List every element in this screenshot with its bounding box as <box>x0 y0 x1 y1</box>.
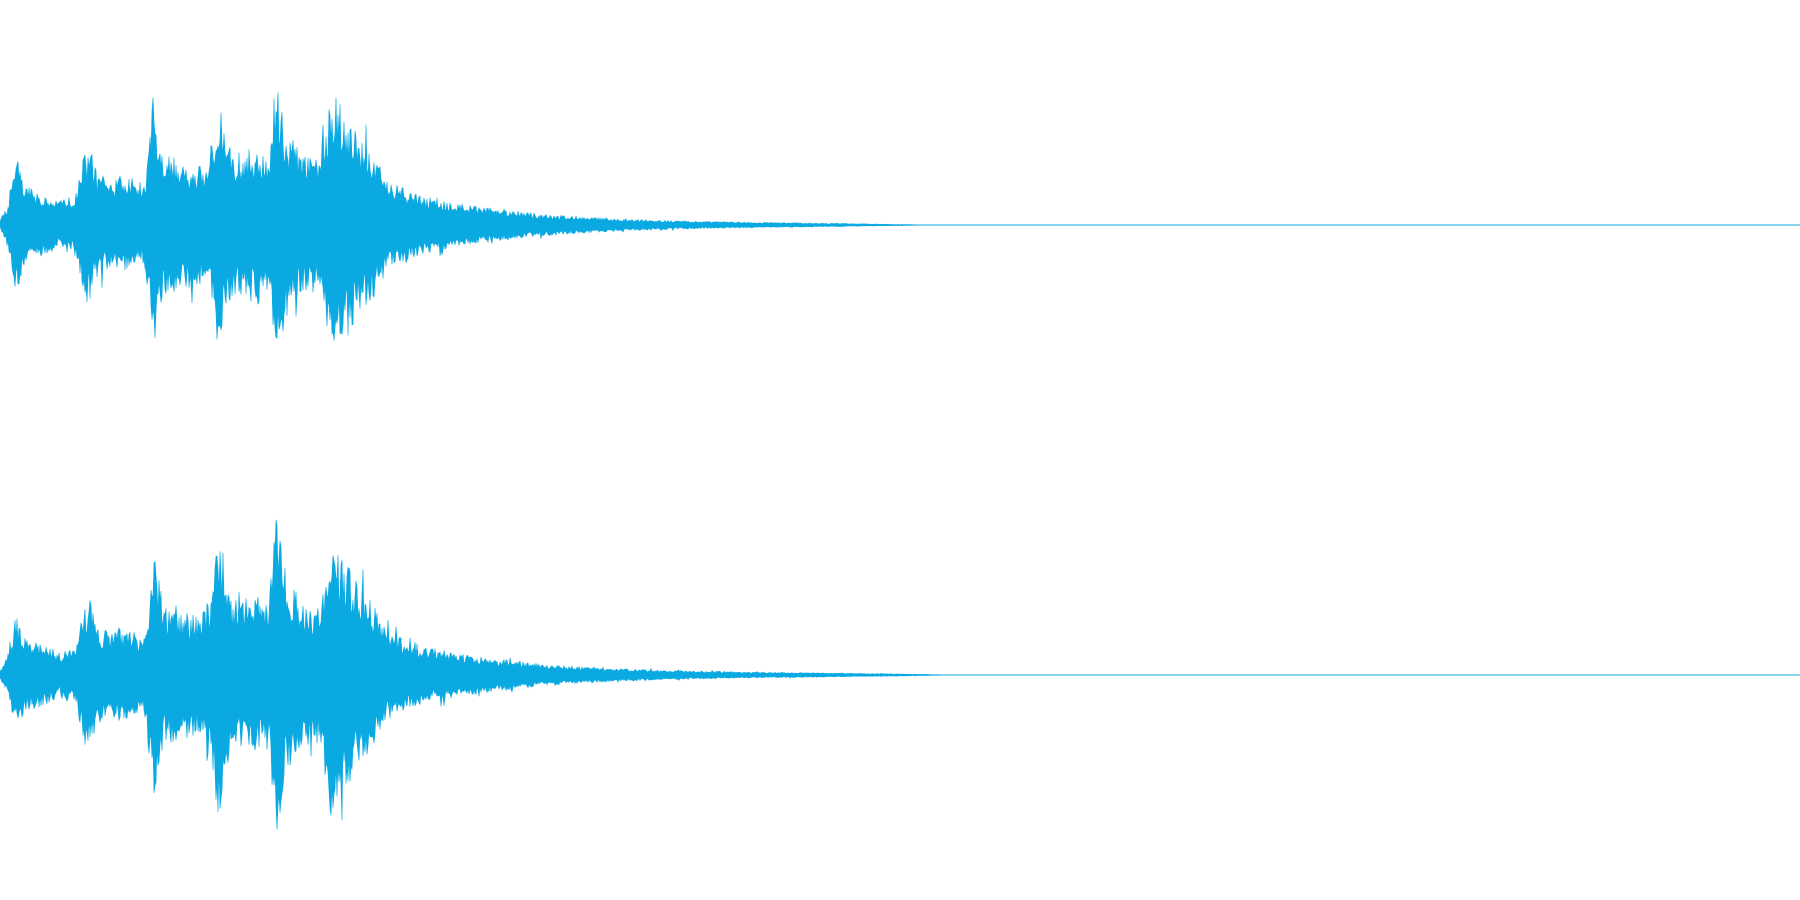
right-channel-amplitude <box>0 519 1800 830</box>
left-channel-amplitude <box>0 92 1800 341</box>
right-channel-waveform <box>0 450 1800 900</box>
left-channel-waveform-svg <box>0 92 1800 341</box>
left-channel-waveform <box>0 92 1800 341</box>
right-channel-waveform-svg <box>0 519 1800 830</box>
